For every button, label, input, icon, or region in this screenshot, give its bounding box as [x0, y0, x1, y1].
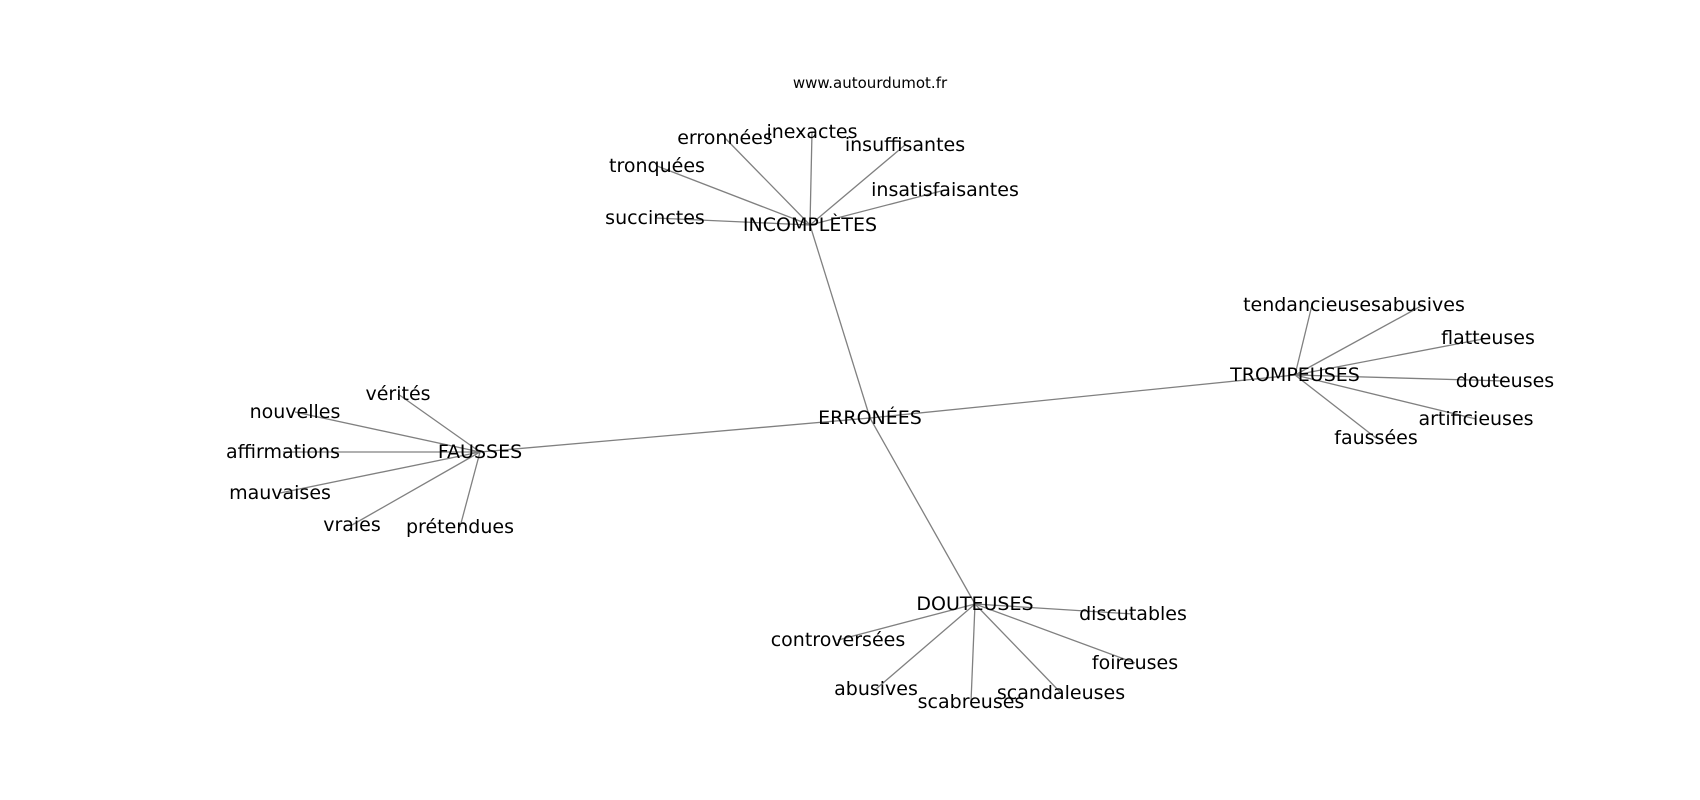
word-node: flatteuses	[1441, 327, 1535, 349]
edge-hub-word	[459, 451, 481, 528]
edge-hub-word	[837, 603, 976, 641]
labels-layer: ERRONÉES INCOMPLÈTES succinctes tronquées er…	[226, 121, 1554, 713]
word-node: insatisfaisantes	[871, 179, 1019, 201]
word-node: tendancieuses	[1243, 294, 1381, 316]
word-node: tronquées	[609, 155, 705, 177]
word-node: douteuses	[1456, 370, 1554, 392]
word-node: nouvelles	[250, 401, 341, 423]
edge-hub-word	[1294, 304, 1424, 376]
hub-node: FAUSSES	[438, 441, 522, 463]
word-node: succinctes	[605, 207, 705, 229]
word-node: inexactes	[766, 121, 857, 143]
word-node: insuffisantes	[845, 134, 965, 156]
edge-hub-word	[1294, 374, 1477, 420]
word-node: foireuses	[1092, 652, 1178, 674]
word-node: abusives	[834, 678, 918, 700]
edge-center-hub	[869, 374, 1296, 419]
edge-hub-word	[1294, 374, 1377, 439]
edge-hub-word	[970, 603, 976, 703]
edge-hub-word	[654, 217, 811, 226]
word-node: vérités	[365, 383, 430, 405]
edge-hub-word	[1294, 374, 1506, 382]
edge-hub-word	[656, 165, 811, 226]
edge-hub-word	[974, 603, 1062, 694]
edge-hub-word	[1294, 304, 1313, 376]
hub-node: DOUTEUSES	[916, 593, 1033, 615]
word-node: vraies	[323, 514, 381, 536]
word-node: artificieuses	[1418, 408, 1533, 430]
edge-hub-word	[397, 393, 481, 453]
word-node: controversées	[771, 629, 906, 651]
word-node: scandaleuses	[997, 682, 1125, 704]
edge-hub-word	[1294, 337, 1489, 376]
edges-layer	[279, 131, 1506, 703]
center-node: ERRONÉES	[818, 406, 922, 429]
hub-node: TROMPEUSES	[1229, 364, 1360, 386]
edge-hub-word	[294, 411, 481, 453]
edge-hub-word	[809, 144, 906, 226]
word-node: affirmations	[226, 441, 340, 463]
word-node: prétendues	[406, 516, 514, 538]
word-node: erronnées	[677, 127, 773, 149]
site-url: www.autourdumot.fr	[793, 74, 948, 92]
word-node: abusives	[1381, 294, 1465, 316]
edge-hub-word	[809, 189, 946, 226]
edge-hub-word	[875, 603, 976, 690]
word-node: mauvaises	[229, 482, 331, 504]
edge-center-hub	[809, 224, 871, 419]
word-node: discutables	[1079, 603, 1187, 625]
edge-center-hub	[479, 417, 871, 453]
word-node: scabreuses	[918, 691, 1025, 713]
edge-hub-word	[724, 137, 811, 226]
edge-hub-word	[974, 603, 1136, 664]
edge-hub-word	[279, 451, 481, 494]
word-node: faussées	[1334, 427, 1417, 449]
edge-hub-word	[809, 131, 813, 226]
edge-hub-word	[351, 451, 481, 526]
edge-hub-word	[974, 603, 1134, 615]
edge-center-hub	[869, 417, 976, 605]
hub-node: INCOMPLÈTES	[743, 213, 877, 236]
